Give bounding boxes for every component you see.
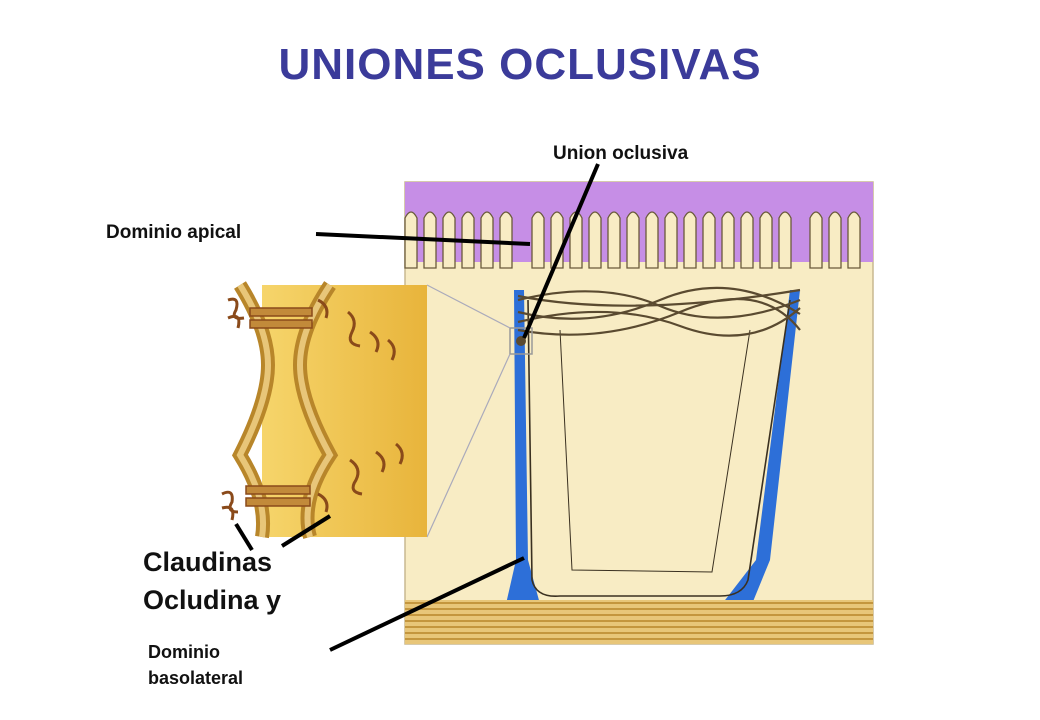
- intercellular-space-left: [506, 290, 540, 604]
- pointer-lines: [234, 163, 600, 652]
- pointer-union-oclusiva: [522, 163, 600, 339]
- pointer-claudinas-left: [234, 522, 254, 552]
- basement-membrane: [405, 600, 873, 644]
- epithelium-block: [404, 181, 874, 645]
- cell-outline: [527, 299, 791, 597]
- pointer-dominio-apical: [315, 232, 531, 246]
- label-union-oclusiva: Union oclusiva: [553, 143, 689, 164]
- junction-proteins: [221, 297, 404, 521]
- tight-junction-strands: [517, 286, 801, 337]
- label-claudinas: Claudinas: [143, 547, 273, 577]
- label-dominio-basolateral-2: basolateral: [148, 668, 244, 688]
- label-dominio-apical: Dominio apical: [106, 222, 242, 243]
- pointer-claudinas-right: [280, 514, 332, 548]
- microvilli: [404, 211, 861, 269]
- label-dominio-basolateral-1: Dominio: [148, 642, 220, 662]
- junction-zoom-box: [509, 327, 533, 355]
- label-ocludina: Ocludina y: [143, 585, 282, 615]
- pointer-dominio-basolateral: [329, 556, 525, 652]
- inset-magnified-junction: [221, 281, 427, 539]
- page-title: UNIONES OCLUSIVAS: [278, 40, 762, 89]
